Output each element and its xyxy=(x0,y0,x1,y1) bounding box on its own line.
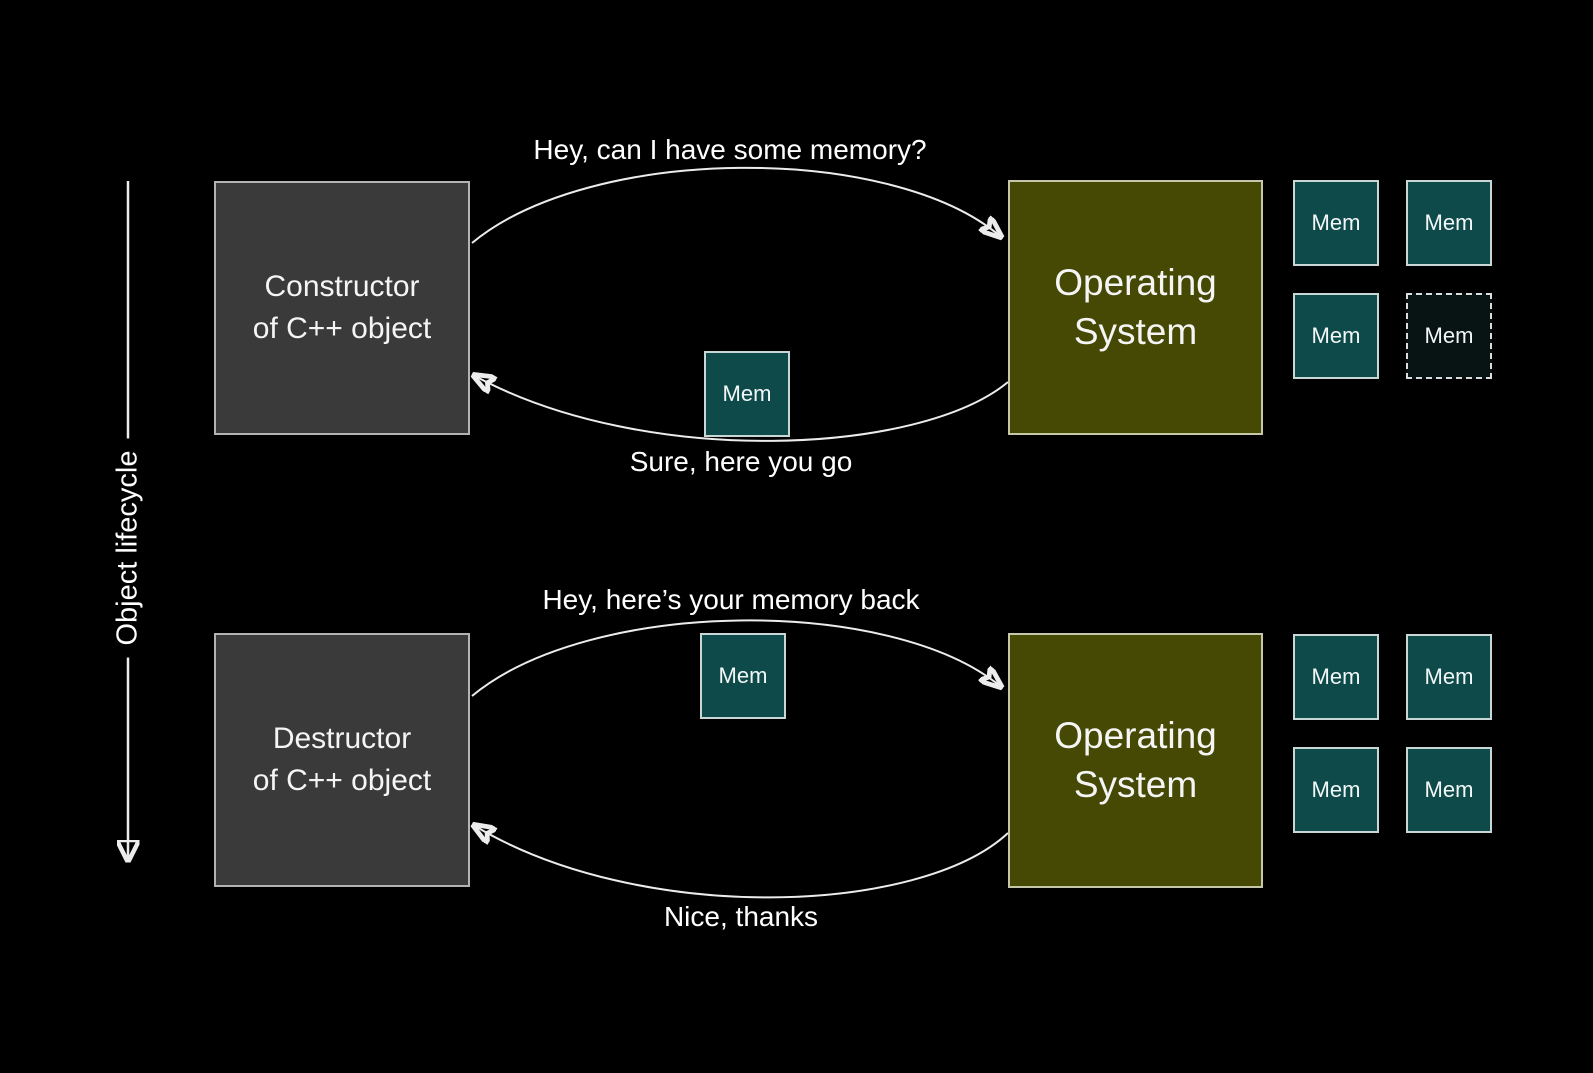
destructor-label-line2: of C++ object xyxy=(252,764,432,797)
os-label-line1: Operating xyxy=(1054,261,1217,303)
constructor-label-line1: Constructor xyxy=(264,270,420,303)
os-label-line2: System xyxy=(1073,763,1198,805)
constructor-box: Constructor of C++ object xyxy=(214,181,470,435)
response-label-construction: Sure, here you go xyxy=(629,446,853,477)
os-label-line1: Operating xyxy=(1054,714,1217,756)
mem-cell: Mem xyxy=(1293,180,1379,266)
response-arrow-destruction xyxy=(475,826,1009,899)
mem-cell-allocated-out: Mem xyxy=(1406,293,1492,379)
request-arrow-construction xyxy=(471,166,1000,244)
destructor-box: Destructor of C++ object xyxy=(214,633,470,887)
request-label-construction: Hey, can I have some memory? xyxy=(533,134,927,165)
mem-cell: Mem xyxy=(1406,634,1492,720)
request-label-destruction: Hey, here’s your memory back xyxy=(542,584,920,615)
mem-cell: Mem xyxy=(1293,293,1379,379)
mem-block-in-transit-construction: Mem xyxy=(704,351,790,437)
object-lifecycle-label: Object lifecycle xyxy=(111,438,145,658)
mem-cell: Mem xyxy=(1293,634,1379,720)
request-arrow-destruction xyxy=(471,619,1000,697)
response-arrow-construction xyxy=(475,376,1009,442)
os-box-construction: Operating System xyxy=(1008,180,1263,435)
destructor-label-line1: Destructor xyxy=(272,722,412,755)
constructor-label-line2: of C++ object xyxy=(252,312,432,345)
mem-cell: Mem xyxy=(1406,180,1492,266)
os-label-line2: System xyxy=(1073,310,1198,352)
os-box-destruction: Operating System xyxy=(1008,633,1263,888)
mem-cell: Mem xyxy=(1406,747,1492,833)
mem-cell: Mem xyxy=(1293,747,1379,833)
response-label-destruction: Nice, thanks xyxy=(663,901,819,932)
mem-block-in-transit-destruction: Mem xyxy=(700,633,786,719)
